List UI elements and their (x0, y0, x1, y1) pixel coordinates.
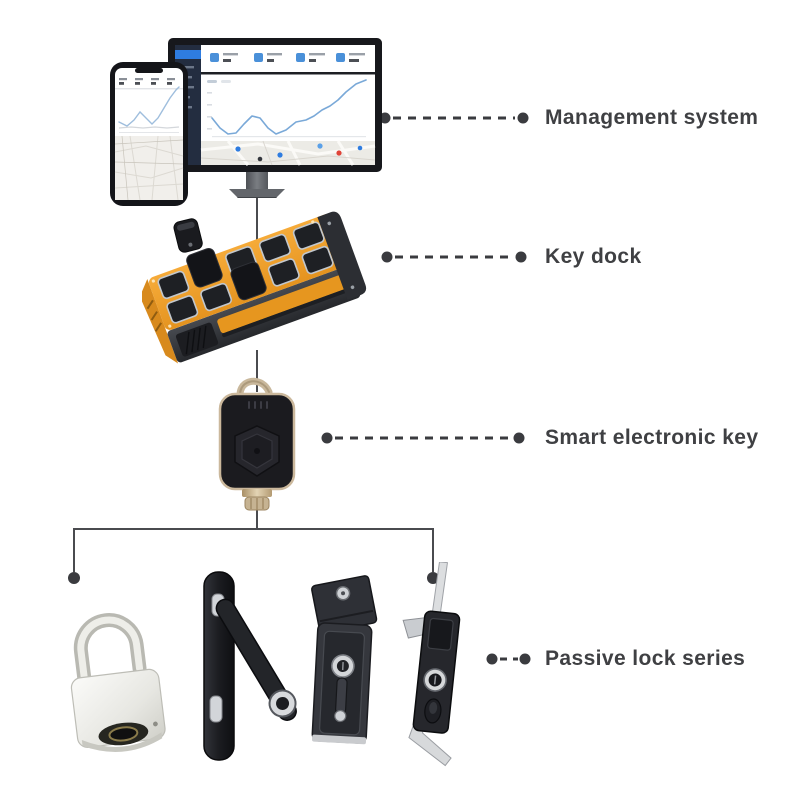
phone-notch (135, 68, 163, 73)
label-management-system: Management system (545, 106, 759, 129)
rod-control-lock (402, 562, 461, 767)
panel-cam-lock (311, 575, 378, 745)
panel-lock-handle (335, 677, 348, 715)
dock-front-orange-panel (217, 272, 353, 334)
stat-cards (201, 45, 375, 75)
label-passive-lock-series: Passive lock series (545, 647, 746, 670)
monitor-stand-neck (246, 172, 268, 189)
phone-map (114, 135, 184, 201)
key-dock (142, 211, 367, 364)
connector-smart-key (321, 432, 525, 444)
smartphone (110, 62, 188, 206)
smart-key-collar (242, 489, 272, 497)
padlock-bottom-face (81, 732, 163, 752)
swing-lock-handle (215, 598, 297, 721)
dock-left-cap (142, 278, 179, 364)
panel-lock-top-plate (311, 575, 378, 634)
connector-key-dock (381, 251, 527, 263)
padlock (70, 613, 166, 752)
rod-lock-top-inset (427, 617, 454, 651)
dock-right-cap (317, 211, 367, 300)
smart-key (218, 377, 296, 511)
connector-management-system (379, 112, 529, 124)
monitor-stand-base (229, 189, 285, 197)
branch-line (73, 528, 434, 572)
dock-key-slots (157, 221, 334, 324)
key-fob (173, 218, 203, 253)
sidebar-active-item (175, 50, 201, 59)
swing-lock-slot-bottom (209, 695, 223, 723)
label-smart-key: Smart electronic key (545, 426, 759, 449)
label-key-dock: Key dock (545, 245, 642, 268)
connector-passive-lock (486, 653, 531, 665)
phone-line-chart (118, 86, 180, 133)
dashboard-map (200, 140, 376, 166)
dashboard-line-chart (201, 74, 375, 141)
branch-dot-left (68, 572, 80, 584)
panel-lock-bottom-lip (312, 734, 367, 745)
monitor (168, 38, 382, 198)
swing-handle-lock (203, 571, 297, 761)
